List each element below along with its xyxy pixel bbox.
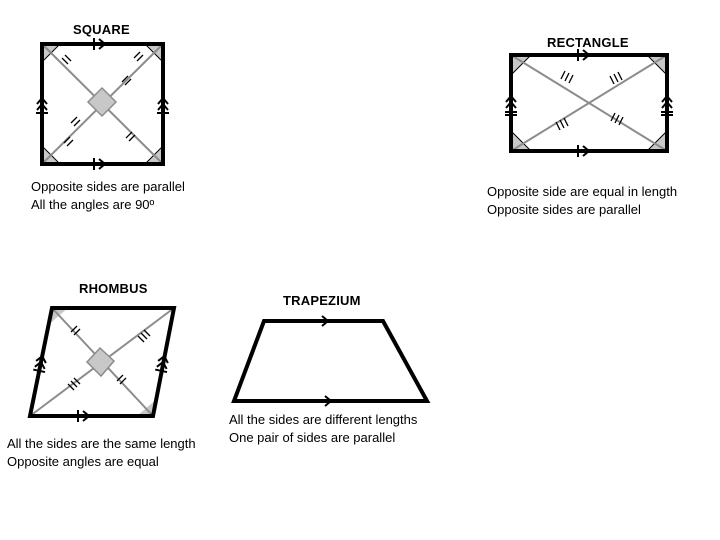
rectangle-angle-markers bbox=[510, 54, 668, 152]
trapezium-outline bbox=[231, 319, 431, 403]
rectangle-diagonals bbox=[510, 54, 668, 152]
rhombus-title: RHOMBUS bbox=[79, 281, 148, 296]
rectangle-title: RECTANGLE bbox=[547, 35, 629, 50]
square-description: Opposite sides are parallel All the angl… bbox=[31, 178, 185, 214]
rectangle-property-1: Opposite side are equal in length bbox=[487, 184, 678, 199]
rhombus-figure bbox=[27, 306, 177, 422]
trapezium-parallel-markers bbox=[321, 315, 332, 407]
square-figure bbox=[36, 38, 169, 170]
rectangle-figure bbox=[505, 49, 673, 157]
square-property-1: Opposite sides are parallel bbox=[31, 179, 185, 194]
rectangle-property-2: Opposite sides are parallel bbox=[487, 202, 641, 217]
rhombus-property-2: Opposite angles are equal bbox=[7, 454, 159, 469]
trapezium-description: All the sides are different lengths One … bbox=[229, 411, 417, 447]
rhombus-property-1: All the sides are the same length bbox=[7, 436, 196, 451]
trapezium-property-2: One pair of sides are parallel bbox=[229, 430, 396, 445]
rhombus-description: All the sides are the same length Opposi… bbox=[7, 435, 196, 471]
trapezium-title: TRAPEZIUM bbox=[283, 293, 361, 308]
trapezium-property-1: All the sides are different lengths bbox=[229, 412, 418, 427]
square-parallel-markers bbox=[36, 38, 169, 170]
trapezium-figure bbox=[231, 315, 431, 407]
rectangle-parallel-markers bbox=[505, 49, 673, 157]
rhombus-center-right-angle-marker bbox=[85, 346, 116, 378]
square-center-right-angle-marker bbox=[86, 86, 118, 118]
square-property-2: All the angles are 90º bbox=[31, 197, 155, 212]
rhombus-outline bbox=[27, 306, 177, 418]
rectangle-description: Opposite side are equal in length Opposi… bbox=[487, 183, 677, 219]
rhombus-diagonal-ticks bbox=[67, 325, 151, 391]
rhombus-parallel-markers bbox=[33, 354, 171, 422]
rectangle-diagonal-ticks bbox=[555, 70, 624, 131]
square-title: SQUARE bbox=[73, 22, 130, 37]
square-diagonal-ticks bbox=[61, 51, 144, 147]
